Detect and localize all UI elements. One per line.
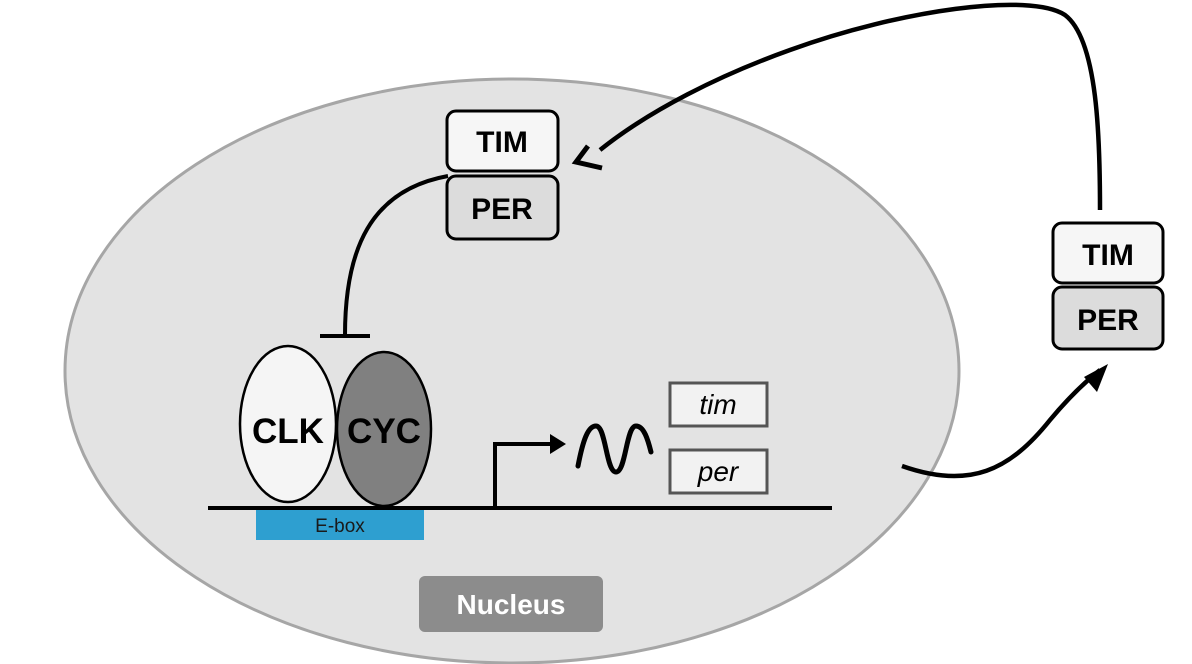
gene-per-label: per [697, 456, 740, 487]
promoter-arrowhead [550, 434, 566, 454]
inner-per-label: PER [471, 193, 533, 226]
inner-tim-label: TIM [476, 126, 528, 159]
inner-tim-box [445, 109, 560, 173]
export-arrowhead [1084, 364, 1108, 392]
promoter-arrow [493, 442, 552, 508]
ebox [256, 510, 424, 540]
inner-per-box [445, 174, 560, 241]
export-arrow [901, 368, 1102, 479]
outer-tim-label: TIM [1082, 239, 1134, 272]
nucleus-label-background [419, 576, 603, 632]
ebox-label: E-box [315, 516, 365, 537]
nucleus-label: Nucleus [457, 589, 566, 620]
import-arrowhead [571, 144, 603, 171]
clk-protein [238, 344, 338, 504]
gene-per-box [668, 448, 769, 495]
import-arrow [598, 2, 1103, 211]
outer-per-label: PER [1077, 304, 1139, 337]
gene-tim-label: tim [699, 389, 736, 420]
outer-per-box [1051, 285, 1165, 351]
mrna-squiggle [575, 423, 654, 475]
inhibition-line [343, 174, 449, 336]
outer-tim-box [1051, 221, 1165, 285]
gene-tim-box [668, 381, 769, 428]
clk-label: CLK [252, 412, 324, 451]
cyc-label: CYC [347, 412, 421, 451]
